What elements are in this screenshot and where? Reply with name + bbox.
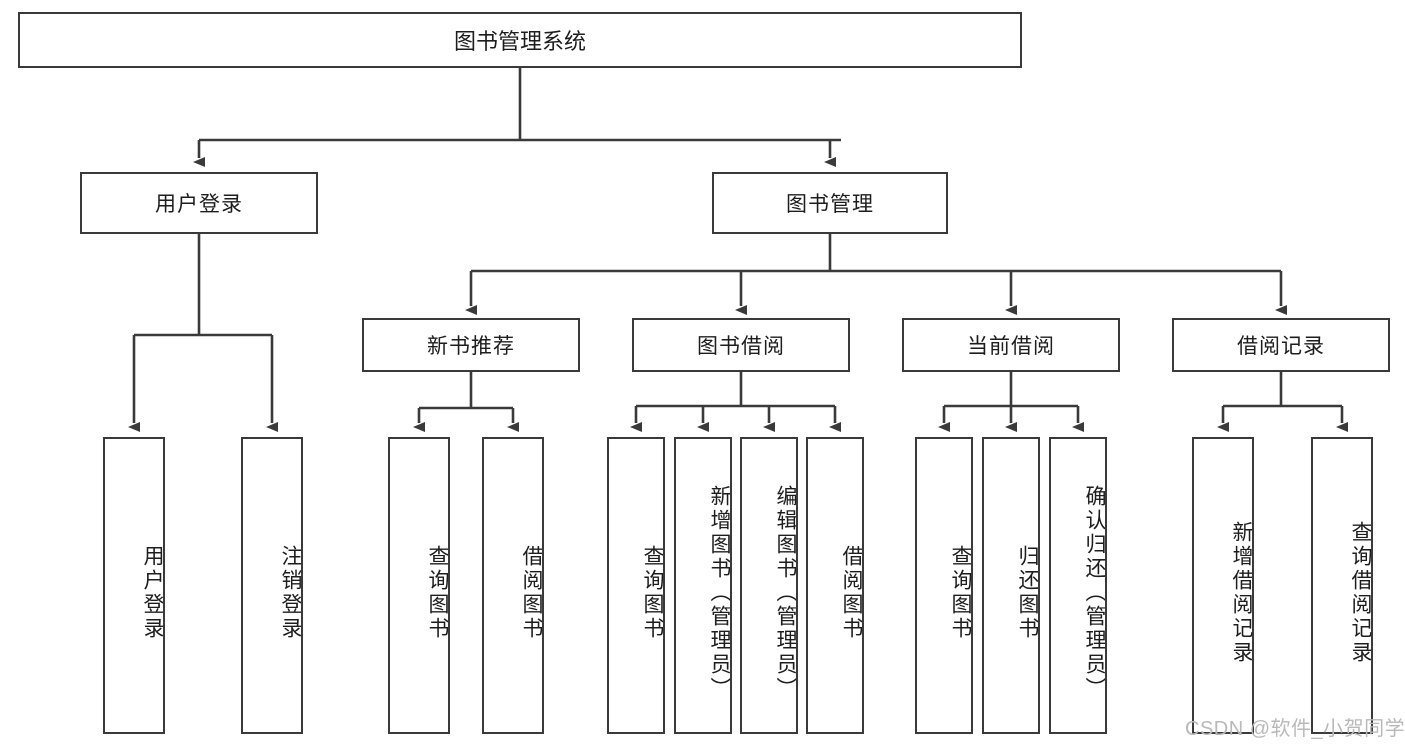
node-root[interactable]: 图书管理系统 — [18, 12, 1022, 68]
node-leaf-confirm-return-admin-label: 确认归还（管理员） — [1083, 484, 1106, 701]
node-user-login[interactable]: 用户登录 — [80, 172, 318, 234]
node-leaf-edit-book-admin-label: 编辑图书（管理员） — [774, 484, 797, 701]
node-book-borrow-label: 图书借阅 — [697, 335, 785, 358]
node-leaf-query-book-3-label: 查询图书 — [949, 544, 972, 641]
node-leaf-query-borrow-record-label: 查询借阅记录 — [1349, 520, 1372, 665]
node-leaf-add-book-admin-label: 新增图书（管理员） — [708, 484, 731, 701]
node-leaf-query-book-1-label: 查询图书 — [426, 544, 449, 641]
watermark-text: CSDN @软件_小贺同学 — [1185, 718, 1405, 740]
node-leaf-borrow-book-1-label: 借阅图书 — [520, 544, 543, 641]
node-leaf-logout-login[interactable]: 注销登录 — [241, 437, 303, 734]
node-leaf-borrow-book-1[interactable]: 借阅图书 — [482, 437, 544, 734]
node-leaf-add-book-admin[interactable]: 新增图书（管理员） — [674, 437, 732, 734]
node-current-borrow[interactable]: 当前借阅 — [902, 318, 1120, 372]
node-leaf-query-book-2-label: 查询图书 — [641, 544, 664, 641]
node-new-book-recommend-label: 新书推荐 — [427, 335, 515, 358]
node-leaf-user-login-label: 用户登录 — [141, 544, 164, 641]
node-user-login-label: 用户登录 — [155, 193, 243, 216]
node-borrow-record[interactable]: 借阅记录 — [1172, 318, 1390, 372]
node-current-borrow-label: 当前借阅 — [967, 335, 1055, 358]
node-book-borrow[interactable]: 图书借阅 — [632, 318, 850, 372]
node-leaf-logout-login-label: 注销登录 — [279, 544, 302, 641]
node-leaf-borrow-book-2[interactable]: 借阅图书 — [806, 437, 864, 734]
node-leaf-user-login[interactable]: 用户登录 — [103, 437, 165, 734]
node-leaf-confirm-return-admin[interactable]: 确认归还（管理员） — [1049, 437, 1107, 734]
node-leaf-borrow-book-2-label: 借阅图书 — [840, 544, 863, 641]
node-root-label: 图书管理系统 — [453, 29, 586, 54]
node-leaf-return-book[interactable]: 归还图书 — [982, 437, 1040, 734]
node-leaf-edit-book-admin[interactable]: 编辑图书（管理员） — [740, 437, 798, 734]
node-leaf-query-book-1[interactable]: 查询图书 — [388, 437, 450, 734]
node-leaf-add-borrow-record[interactable]: 新增借阅记录 — [1192, 437, 1254, 734]
node-leaf-query-book-2[interactable]: 查询图书 — [607, 437, 665, 734]
node-leaf-add-borrow-record-label: 新增借阅记录 — [1230, 520, 1253, 665]
node-borrow-record-label: 借阅记录 — [1237, 335, 1325, 358]
node-new-book-recommend[interactable]: 新书推荐 — [362, 318, 580, 372]
node-leaf-query-borrow-record[interactable]: 查询借阅记录 — [1311, 437, 1373, 734]
node-book-manage[interactable]: 图书管理 — [712, 172, 948, 234]
node-book-manage-label: 图书管理 — [786, 193, 874, 216]
node-leaf-return-book-label: 归还图书 — [1016, 544, 1039, 641]
node-leaf-query-book-3[interactable]: 查询图书 — [915, 437, 973, 734]
